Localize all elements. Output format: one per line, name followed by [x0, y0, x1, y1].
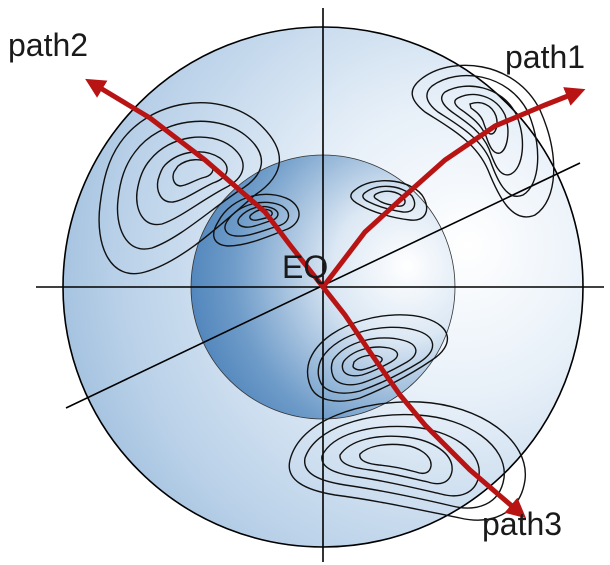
path3-label: path3	[482, 506, 562, 542]
center-label: EQ	[282, 249, 328, 285]
path2-label: path2	[8, 27, 88, 63]
path1-label: path1	[505, 39, 585, 75]
